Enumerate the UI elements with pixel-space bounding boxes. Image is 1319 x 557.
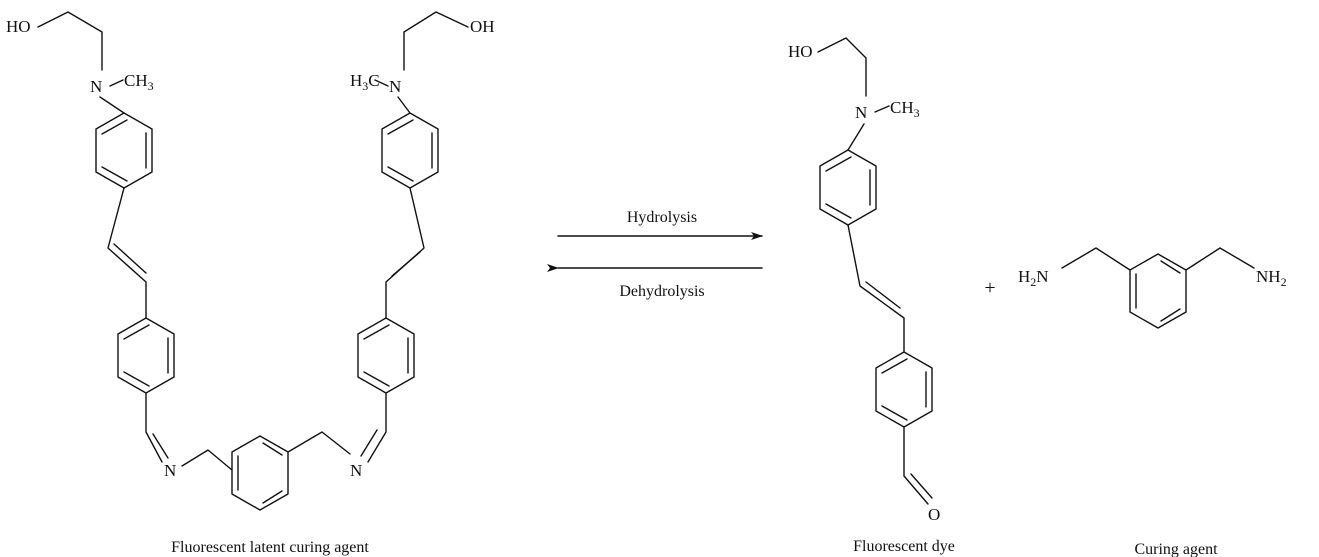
atom-label-ho-dye: HO	[788, 42, 813, 61]
atom-h-right: H	[350, 71, 362, 90]
atom-label-n-imine-right: N	[350, 461, 362, 480]
label-hydrolysis: Hydrolysis	[627, 209, 697, 226]
atom-label-ch3-left: CH3	[124, 71, 154, 93]
molecule-fluorescent-dye: HO N CH3 O Fluorescent dye	[788, 37, 955, 555]
bond-aldehyde-double	[910, 473, 933, 499]
plus-sign: +	[984, 277, 995, 299]
bond-ch2-amine-right	[1185, 247, 1255, 271]
benzene-ring-left-1	[95, 112, 153, 189]
bond-hydroxyethyl-left	[37, 11, 103, 71]
benzene-ring-curing-agent-inner	[1135, 260, 1181, 322]
label-dehydrolysis: Dehydrolysis	[619, 283, 704, 300]
atom-label-n-imine-left: N	[164, 461, 176, 480]
benzene-ring-center	[231, 435, 289, 511]
benzene-ring-left-1-inner	[101, 119, 147, 182]
atom-sub-2-amine-right: 2	[1281, 275, 1287, 289]
benzene-ring-right-1-inner	[387, 119, 433, 182]
atom-sub-3-right: 3	[362, 79, 368, 93]
atom-label-n-dye: N	[855, 103, 867, 122]
atom-n-amine-right: N	[1256, 267, 1268, 286]
bond-vinylene-right-double	[391, 251, 421, 277]
bond-imine-right	[367, 392, 387, 463]
atom-sub-2-amine-left: 2	[1030, 275, 1036, 289]
benzene-ring-center-inner	[237, 442, 283, 504]
bond-n-methyl-left	[109, 79, 124, 87]
bond-imine-right-double	[360, 429, 378, 457]
atom-sub-3-dye: 3	[914, 106, 920, 120]
bond-n-methyl-right	[374, 79, 389, 87]
bond-imine-left	[145, 392, 163, 463]
bond-imine-left-double	[152, 433, 169, 459]
bond-ch2-amine-left	[1061, 247, 1131, 271]
benzene-ring-curing-agent	[1129, 253, 1187, 329]
molecule-curing-agent: H2N NH2 Curing agent	[1018, 247, 1287, 557]
equilibrium-arrows: Hydrolysis Dehydrolysis	[547, 209, 763, 300]
atom-label-o-aldehyde: O	[928, 505, 940, 524]
atom-h-amine-right: H	[1268, 267, 1280, 286]
caption-fluorescent-dye: Fluorescent dye	[853, 538, 955, 555]
bond-aldehyde	[903, 426, 929, 505]
benzene-ring-right-2-inner	[363, 324, 409, 387]
molecule-latent-curing-agent: HO N CH3 N N	[6, 11, 495, 556]
atom-label-ch3-dye: CH3	[890, 98, 920, 120]
benzene-ring-dye-2	[875, 351, 933, 428]
atom-label-oh-right: OH	[470, 17, 495, 36]
atom-label-n-right: N	[389, 77, 401, 96]
bond-vinylene-left-double	[113, 243, 147, 274]
bond-n-ring-left	[99, 96, 125, 114]
bond-n-ring-right	[397, 96, 411, 114]
atom-n-amine-left: N	[1036, 267, 1048, 286]
benzene-ring-left-2	[117, 317, 175, 394]
bond-imine-ch2-right	[287, 431, 351, 455]
caption-latent-curing-agent: Fluorescent latent curing agent	[171, 539, 369, 556]
bond-vinylene-dye-double	[865, 281, 901, 309]
atom-h-amine-left: H	[1018, 267, 1030, 286]
atom-label-nh2: NH2	[1256, 267, 1287, 289]
atom-sub-3-left: 3	[148, 79, 154, 93]
bond-imine-ch2-left	[181, 449, 233, 471]
bond-vinylene-left	[107, 187, 147, 319]
benzene-ring-dye-1-inner	[825, 156, 871, 219]
atom-ch-left: CH	[124, 71, 148, 90]
bond-vinylene-dye	[847, 224, 905, 353]
bond-n-ring-dye	[847, 123, 865, 151]
atom-label-h2n: H2N	[1018, 267, 1049, 289]
caption-curing-agent: Curing agent	[1134, 541, 1218, 557]
atom-c-right: C	[368, 71, 379, 90]
bond-hydroxyethyl-right	[403, 11, 469, 71]
benzene-ring-dye-2-inner	[881, 358, 927, 421]
atom-label-ho-left: HO	[6, 17, 31, 36]
bond-n-methyl-dye	[874, 105, 890, 113]
benzene-ring-right-1	[381, 112, 439, 189]
atom-ch-dye: CH	[890, 98, 914, 117]
benzene-ring-left-2-inner	[123, 324, 169, 387]
benzene-ring-dye-1	[819, 149, 877, 226]
benzene-ring-right-2	[357, 317, 415, 394]
bond-hydroxyethyl-dye	[817, 37, 867, 97]
atom-label-h3c-right: H3C	[350, 71, 380, 93]
atom-label-n-left: N	[90, 77, 102, 96]
